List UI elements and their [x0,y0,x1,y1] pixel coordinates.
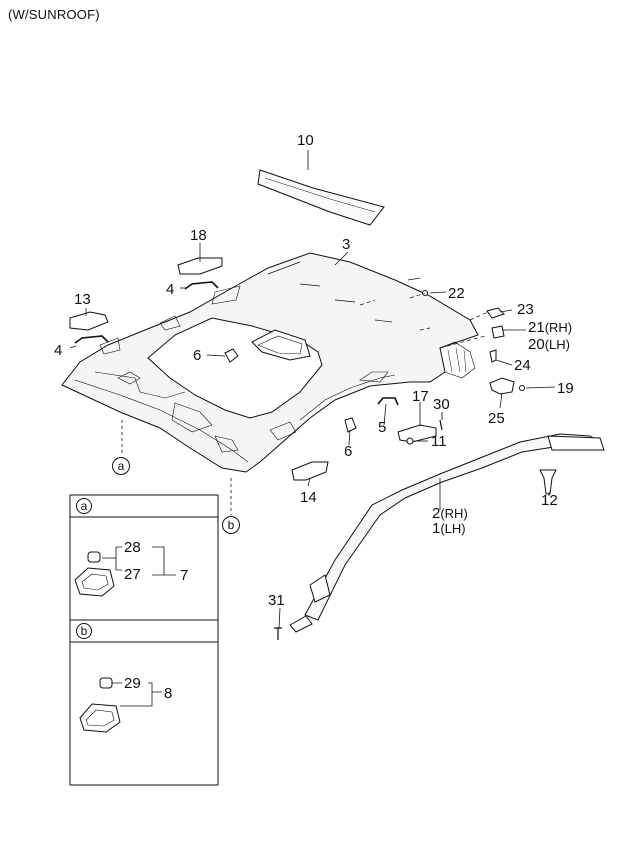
ref-a-marker: a [112,457,130,475]
callout-14: 14 [300,489,317,506]
callout-6-lower: 6 [344,443,353,460]
callout-10: 10 [297,132,314,149]
callout-24: 24 [514,357,531,374]
callout-11: 11 [431,433,447,450]
callout-30: 30 [433,396,450,413]
callout-12: 12 [541,492,558,509]
callout-4-lower: 4 [54,342,63,359]
callout-18: 18 [190,227,207,244]
callout-8: 8 [164,685,173,702]
callout-17: 17 [412,388,429,405]
detail-box-b [69,619,219,786]
callout-5: 5 [378,419,387,436]
callout-7: 7 [180,567,189,584]
callout-13: 13 [74,291,91,308]
diagram-title: (W/SUNROOF) [8,7,100,22]
callout-21: 21(RH) [528,319,573,336]
callout-28: 28 [124,539,141,556]
callout-27: 27 [124,566,141,583]
callout-22: 22 [448,285,465,302]
callout-4-upper: 4 [166,281,175,298]
callout-3: 3 [342,236,351,253]
callout-23: 23 [517,301,534,318]
callout-31: 31 [268,592,285,609]
detail-box-a-header: a [76,498,92,514]
callout-1: 1(LH) [432,520,466,537]
callout-25: 25 [488,410,505,427]
callout-20: 20(LH) [528,336,570,353]
part-10-pad [257,169,385,226]
ref-b-marker: b [222,516,240,534]
callout-2: 2(RH) [432,505,468,522]
callout-29: 29 [124,675,141,692]
callout-6-upper: 6 [193,347,202,364]
callout-19: 19 [557,380,574,397]
detail-box-b-header: b [76,623,92,639]
